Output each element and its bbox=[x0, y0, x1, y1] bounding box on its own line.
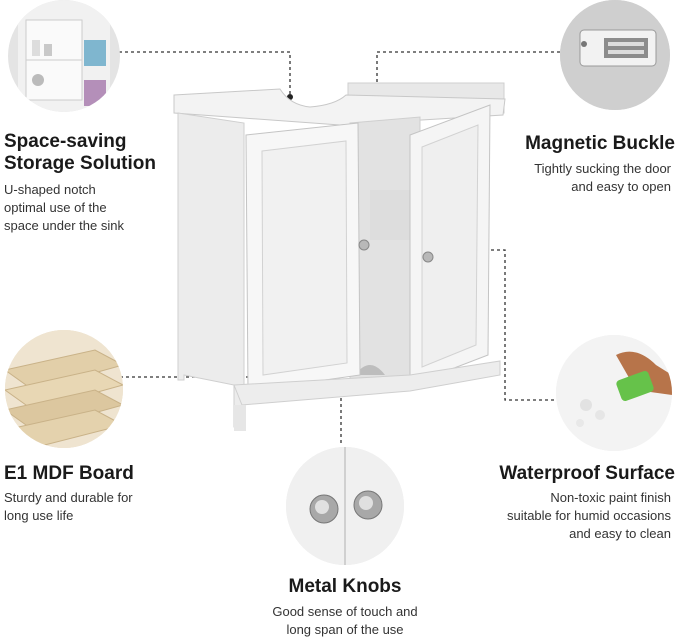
knobs-desc: Good sense of touch and long span of the… bbox=[272, 604, 418, 637]
board-title: E1 MDF Board bbox=[4, 463, 134, 484]
board-desc: Sturdy and durable for long use life bbox=[4, 490, 133, 523]
storage-title: Space-saving Storage Solution bbox=[4, 131, 156, 174]
board-photo bbox=[5, 330, 123, 448]
knobs-photo bbox=[286, 447, 404, 565]
waterproof-title: Waterproof Surface bbox=[499, 463, 675, 484]
cabinet-image bbox=[170, 75, 510, 435]
storage-photo bbox=[8, 0, 120, 112]
knobs-title: Metal Knobs bbox=[288, 576, 402, 597]
magnetic-desc: Tightly sucking the door and easy to ope… bbox=[534, 161, 671, 194]
waterproof-photo bbox=[556, 335, 672, 451]
waterproof-desc: Non-toxic paint finish suitable for humi… bbox=[506, 490, 671, 541]
magnetic-title: Magnetic Buckle bbox=[525, 133, 675, 154]
magnetic-photo bbox=[560, 0, 670, 110]
storage-desc: U-shaped notch optimal use of the space … bbox=[4, 182, 124, 233]
